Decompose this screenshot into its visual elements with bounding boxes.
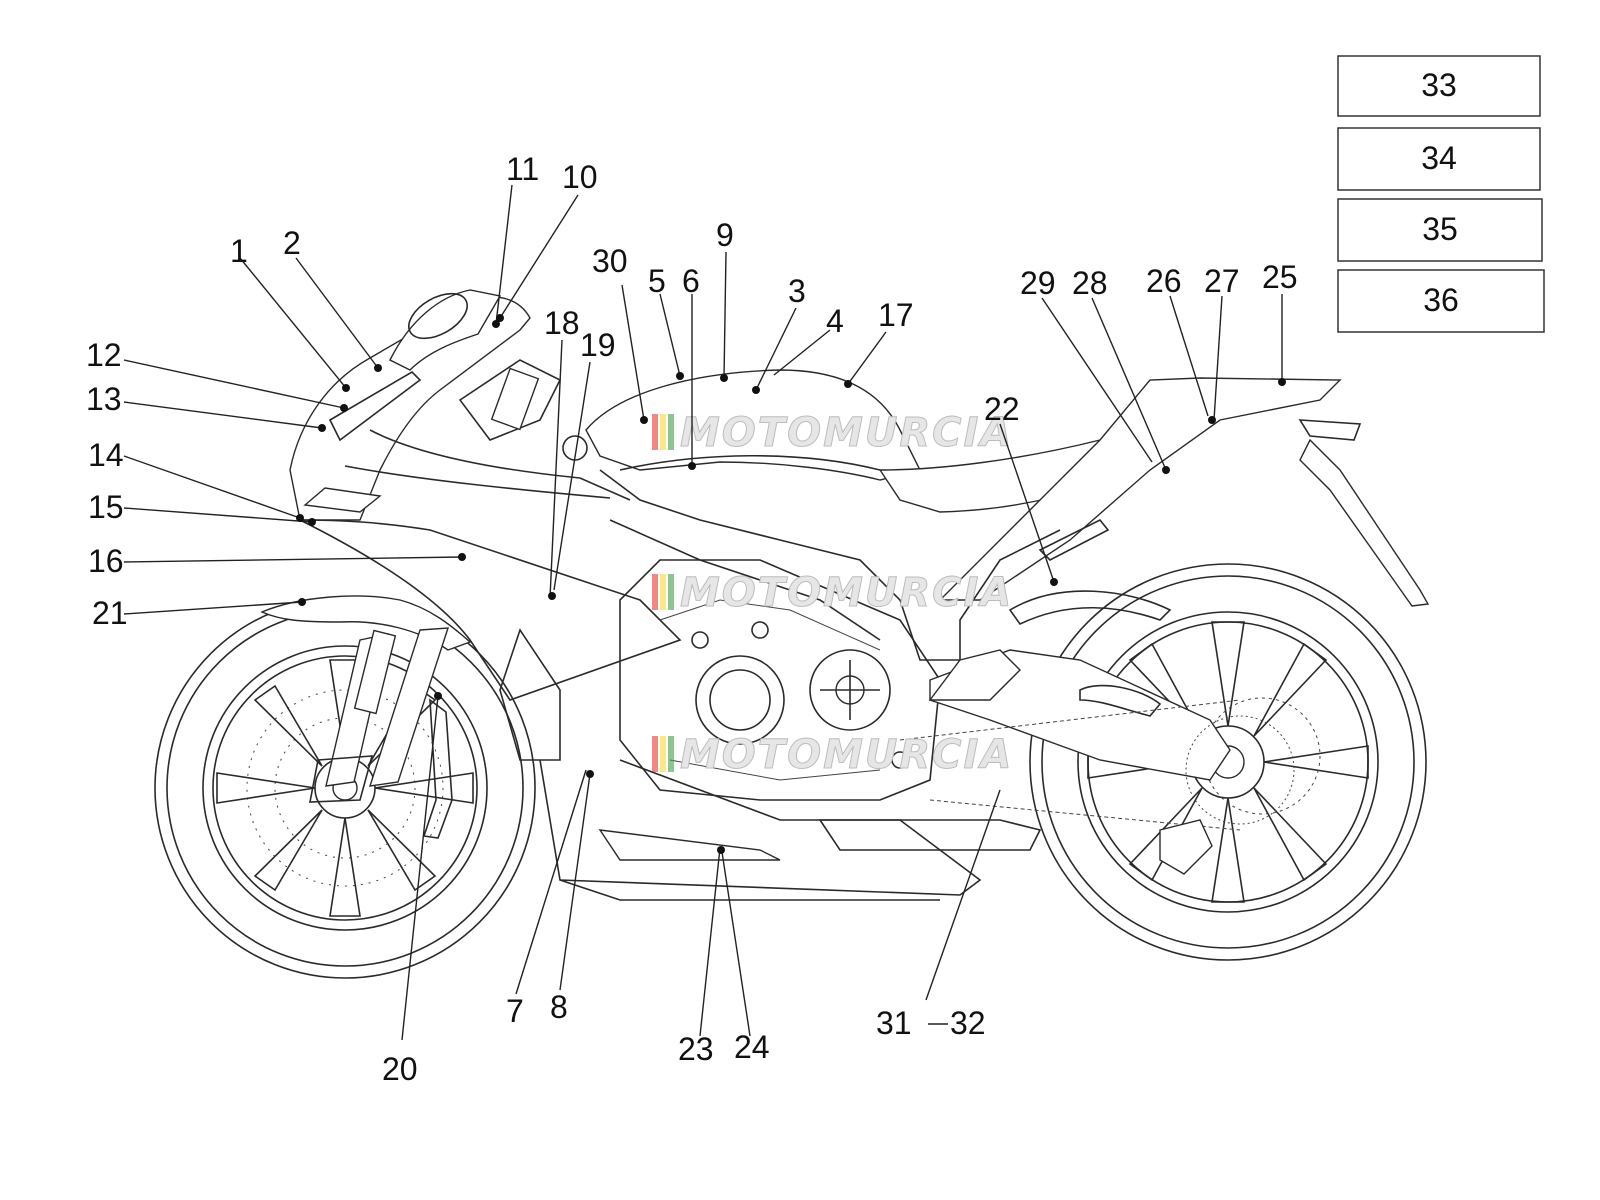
windscreen (389, 289, 502, 371)
motorcycle-drawing (154, 289, 1430, 979)
callout-21: 21 (92, 595, 128, 631)
callout-29: 29 (1020, 265, 1056, 301)
front-fairing (289, 296, 982, 901)
callout-18: 18 (544, 305, 580, 341)
fuel-tank (585, 369, 922, 481)
mirror (408, 292, 468, 340)
callout-24: 24 (734, 1029, 770, 1065)
rear-caliper (1159, 819, 1213, 875)
callout-19: 19 (580, 327, 616, 363)
callout-1: 1 (230, 233, 248, 269)
front-wheel (154, 597, 536, 979)
callout-13: 13 (86, 381, 122, 417)
watermark-bottom: MOTOMURCIA (652, 732, 1013, 779)
callout-15: 15 (88, 489, 124, 525)
engine (619, 559, 941, 801)
rearsets (928, 649, 1021, 701)
exhaust (818, 819, 1042, 851)
legend-item: 33 (1337, 55, 1541, 117)
callout-10: 10 (562, 159, 598, 195)
callout-11: 11 (506, 151, 539, 187)
watermark-text: MOTOMURCIA (680, 570, 1013, 616)
leader-lines (123, 184, 1283, 1041)
callout-3: 3 (788, 273, 806, 309)
callout-2: 2 (283, 225, 301, 261)
rear-sprocket (1185, 715, 1295, 825)
callout-14: 14 (88, 437, 124, 473)
tail-section (938, 377, 1342, 601)
callout-8: 8 (550, 989, 568, 1025)
callout-5: 5 (648, 263, 666, 299)
callout-9: 9 (716, 217, 734, 253)
callout-26: 26 (1146, 263, 1182, 299)
legend: 33 34 35 36 (1337, 55, 1545, 333)
callout-12: 12 (86, 337, 122, 373)
callout-32: 32 (950, 1005, 986, 1041)
watermark-text: MOTOMURCIA (680, 732, 1013, 778)
legend-label: 35 (1422, 211, 1458, 247)
front-fender (260, 595, 472, 651)
legend-item: 34 (1337, 127, 1541, 191)
license-plate-holder (1299, 438, 1430, 607)
watermark-text: MOTOMURCIA (680, 410, 1013, 456)
callout-4: 4 (826, 303, 844, 339)
callout-27: 27 (1204, 263, 1240, 299)
rear-hugger (1008, 590, 1172, 626)
callout-25: 25 (1262, 259, 1298, 295)
callout-6: 6 (682, 263, 700, 299)
legend-label: 36 (1423, 282, 1459, 318)
legend-item: 36 (1337, 269, 1545, 333)
watermark-top: MOTOMURCIA (652, 410, 1013, 457)
callout-16: 16 (88, 543, 124, 579)
handlebar (458, 359, 588, 461)
legend-label: 33 (1421, 67, 1457, 103)
callout-22: 22 (984, 391, 1020, 427)
callout-23: 23 (678, 1031, 714, 1067)
callout-30: 30 (592, 243, 628, 279)
callout-7: 7 (506, 993, 524, 1029)
callout-20: 20 (382, 1051, 418, 1087)
watermark-middle: MOTOMURCIA (652, 570, 1013, 617)
callout-31: 31 (876, 1005, 912, 1041)
frame (599, 469, 1061, 661)
front-fork (309, 627, 449, 803)
callout-28: 28 (1072, 265, 1108, 301)
callout-17: 17 (878, 297, 914, 333)
anchor-dots (296, 314, 1286, 854)
callout-labels: 1 2 3 4 5 6 7 8 9 10 11 12 13 14 15 16 1… (86, 151, 1298, 1087)
legend-label: 34 (1421, 140, 1457, 176)
rear-wheel (1029, 563, 1427, 961)
legend-item: 35 (1337, 198, 1543, 262)
